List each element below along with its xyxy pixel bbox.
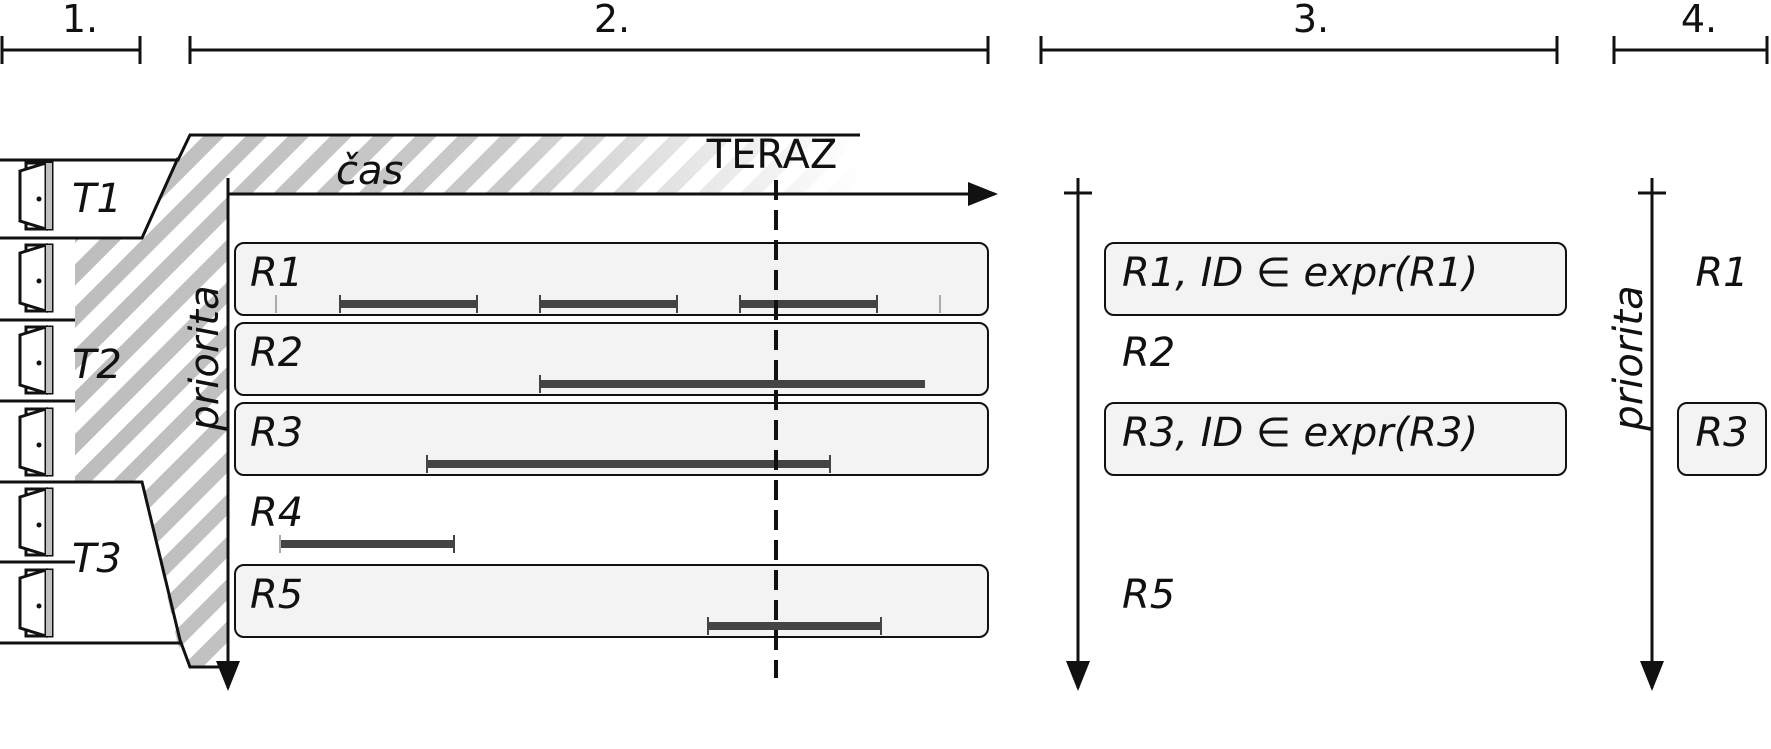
priority-axis: priorita xyxy=(182,178,240,691)
trigger-t2-label: T2 xyxy=(72,342,122,388)
section-1-label: 1. xyxy=(62,0,98,41)
trigger-t3-label: T3 xyxy=(72,536,122,582)
step4-item: R3 xyxy=(1677,402,1767,476)
door-icon xyxy=(18,324,54,396)
section-4-label: 4. xyxy=(1681,0,1717,41)
rule-label: R3 xyxy=(250,410,303,456)
door-icon xyxy=(18,160,54,232)
step4-axis: priorita xyxy=(1606,178,1666,691)
section-2-header: 2. xyxy=(188,0,990,64)
rule-box xyxy=(234,322,989,396)
step3-label: R2 xyxy=(1122,330,1175,376)
now-marker: TERAZ xyxy=(706,132,838,678)
section-3-header: 3. xyxy=(1039,0,1559,64)
step3-item: R3, ID ∈ expr(R3) xyxy=(1104,402,1567,476)
section-4-header: 4. xyxy=(1612,0,1769,64)
step4-item: R1 xyxy=(1695,250,1748,296)
now-label: TERAZ xyxy=(706,132,838,178)
rule-box xyxy=(234,242,989,316)
step4-priority-label: priorita xyxy=(1606,285,1652,431)
trigger-t1-label: T1 xyxy=(72,176,122,222)
priority-axis-label: priorita xyxy=(182,285,228,431)
rule-row-r4: R4 xyxy=(240,490,980,553)
step3-item: R1, ID ∈ expr(R1) xyxy=(1104,242,1567,316)
rule-label: R4 xyxy=(250,490,303,536)
step3-label: R3, ID ∈ expr(R3) xyxy=(1122,410,1478,456)
step3-label: R1, ID ∈ expr(R1) xyxy=(1122,250,1478,296)
step3-label: R5 xyxy=(1122,572,1175,618)
rule-box xyxy=(234,564,989,638)
step4-label: R1 xyxy=(1695,250,1748,296)
step3-axis xyxy=(1064,178,1092,691)
rule-row-r2: R2 xyxy=(234,322,989,396)
time-axis-label: čas xyxy=(336,148,403,194)
door-icon xyxy=(18,406,54,478)
door-icon xyxy=(18,486,54,558)
section-2-label: 2. xyxy=(594,0,630,41)
section-1-header: 1. xyxy=(0,0,142,64)
door-icons xyxy=(18,160,54,639)
step4-label: R3 xyxy=(1695,410,1748,456)
door-icon xyxy=(18,567,54,639)
hatched-band xyxy=(75,135,860,667)
section-3-label: 3. xyxy=(1293,0,1329,41)
door-icon xyxy=(18,242,54,314)
step3-item: R5 xyxy=(1122,572,1175,618)
rule-label: R5 xyxy=(250,572,303,618)
rule-row-r5: R5 xyxy=(234,564,989,638)
rule-row-r3: R3 xyxy=(234,402,989,476)
time-axis: čas xyxy=(228,148,998,206)
funnel-outline xyxy=(0,133,860,669)
step3-item: R2 xyxy=(1122,330,1175,376)
rule-box xyxy=(234,402,989,476)
rule-label: R1 xyxy=(250,250,303,296)
rule-label: R2 xyxy=(250,330,303,376)
rule-row-r1: R1 xyxy=(234,242,989,316)
